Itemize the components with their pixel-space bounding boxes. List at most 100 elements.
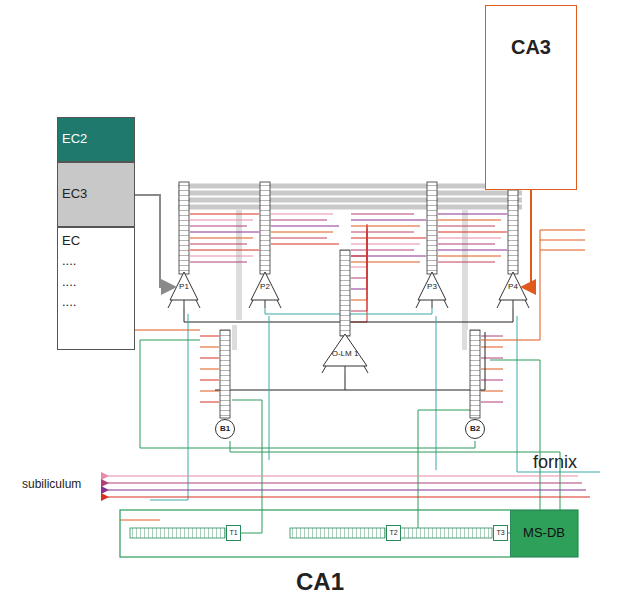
wire [481,402,503,403]
wire [351,226,420,227]
wire [438,226,495,227]
neuron-node: P1 [175,281,193,293]
node-label: P2 [260,283,270,292]
wire [481,380,503,381]
wire [351,226,367,311]
wire [271,232,333,233]
neuron-node: P3 [423,281,441,293]
node-label: .... [62,254,76,268]
wire [481,358,503,359]
wire [200,347,219,348]
wire [351,244,420,245]
node-label: T3 [496,529,504,537]
wire [351,232,414,233]
wire [481,347,503,348]
neuron-node: EC............ [57,227,135,350]
wire [190,250,259,251]
wire [351,250,414,251]
wire [438,232,507,233]
node-label: P3 [427,283,437,292]
node-label: EC2 [62,132,87,146]
wire [271,220,327,221]
wire [351,220,426,221]
wire [438,214,507,215]
node-label: P1 [179,283,189,292]
wire [271,244,339,245]
wire [351,214,414,215]
wire [200,402,219,403]
wire [401,410,470,533]
wire [345,332,485,390]
neuron-node: T1 [226,525,241,541]
neuron-node: T2 [386,525,401,541]
node-label: EC [62,234,80,248]
wire [351,234,367,267]
wire [150,314,188,500]
wire [481,391,503,392]
wire [351,238,426,239]
region-label: CA1 [296,568,344,596]
wire [190,262,247,263]
dendrite-columns [179,182,518,418]
wire [190,238,253,239]
wire [190,214,259,215]
wire [490,360,540,533]
wire [438,256,501,257]
wire [190,232,259,233]
wire [271,214,333,215]
neuron-node: B2 [465,419,485,439]
node-label: EC3 [62,187,87,201]
output-arrows [108,476,590,497]
wire [438,250,507,251]
wire [481,369,503,370]
wire [351,228,367,300]
wire [190,256,253,257]
node-label: B2 [470,425,480,434]
wire [517,316,600,472]
wire [200,369,219,370]
wire [271,226,339,227]
node-label: B1 [220,425,230,434]
neuron-node: T3 [493,525,508,541]
neuron-node: P2 [256,281,274,293]
wire [438,262,495,263]
wire [200,391,219,392]
wire [351,230,367,289]
region-label: subiliculum [22,477,81,491]
wire [481,336,503,337]
wire [351,224,367,322]
wire [215,373,345,390]
t-dendrites [130,528,492,538]
wire [232,400,262,533]
wire [140,340,475,448]
wire [190,226,247,227]
wire [438,238,501,239]
wire [351,262,420,263]
wire [438,220,501,221]
node-label: T2 [389,529,397,537]
neuron-node: MS-DB [510,510,578,557]
septal-box [120,510,578,557]
node-label: P4 [508,283,518,292]
soma-feet [168,300,529,373]
neuron-node: O-LM 1 [327,348,363,360]
neuron-node: P4 [504,281,522,293]
neuron-node: EC2 [57,117,135,162]
node-label: .... [62,295,76,309]
node-label: MS-DB [523,526,565,540]
node-label: .... [62,275,76,289]
wire [200,358,219,359]
wire [436,316,437,470]
region-label: fornix [533,452,577,473]
wire [351,232,367,278]
node-label: CA3 [511,36,551,58]
wire [351,236,367,256]
wire [269,316,270,460]
wire [271,238,327,239]
input-pathway [135,195,175,287]
node-label: O-LM 1 [332,350,359,359]
synapse-wires [120,214,600,533]
wire [190,244,247,245]
neuron-node: CA3 [485,5,577,190]
wire [200,380,219,381]
